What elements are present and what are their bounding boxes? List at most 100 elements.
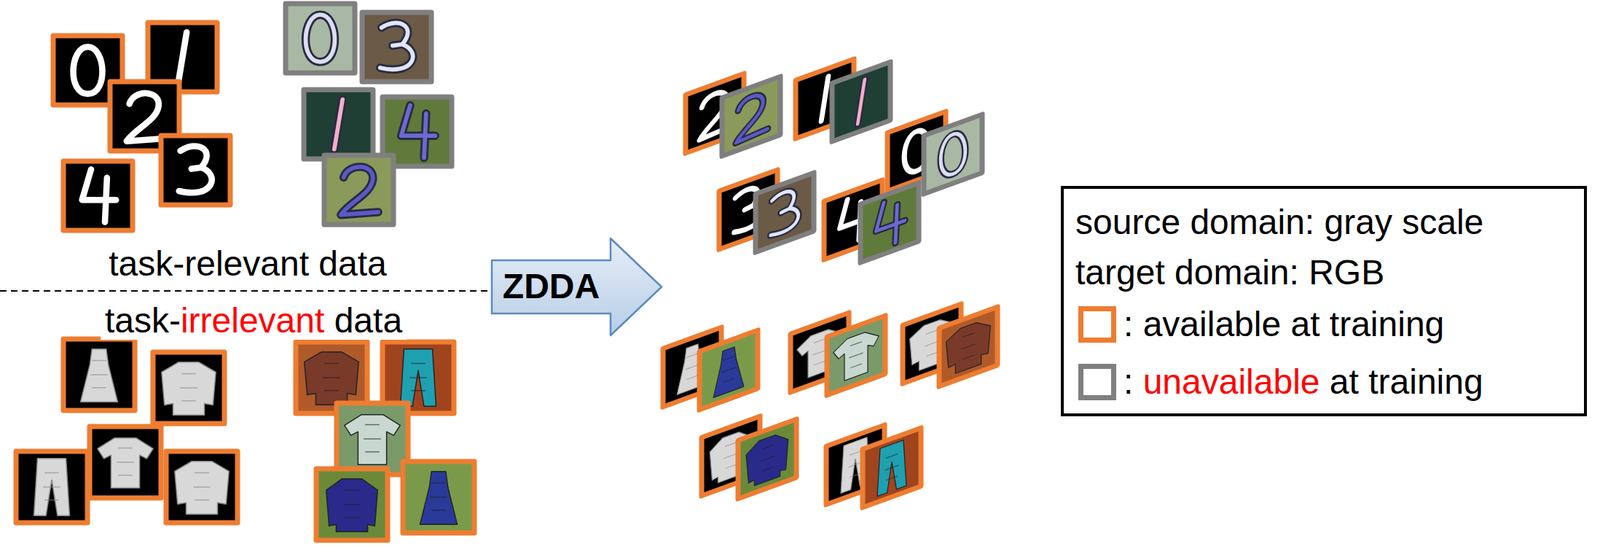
tile-content — [161, 362, 216, 416]
paired-clothing-tile — [738, 418, 797, 499]
tile-frame — [161, 135, 231, 205]
tile-frame — [826, 315, 886, 395]
digit-stroke — [770, 187, 799, 237]
digit-stroke — [940, 129, 966, 179]
tile-frame — [89, 426, 162, 498]
garment-detail — [848, 340, 863, 368]
clothing-tile — [402, 461, 475, 533]
garment-shape — [946, 317, 991, 377]
tile-content — [380, 22, 414, 70]
tile-content — [833, 327, 879, 385]
garment-shape — [161, 362, 216, 416]
digit-stroke — [73, 46, 103, 94]
legend-heading: source domain: gray scale — [1075, 203, 1484, 242]
garment-shape — [80, 348, 119, 403]
tile-content — [946, 317, 991, 377]
tile-content — [80, 348, 119, 403]
tile-frame — [699, 330, 758, 410]
tile-content — [746, 429, 789, 489]
tile-content — [857, 79, 865, 124]
tile-frame — [166, 451, 238, 523]
digit-outline — [857, 79, 865, 124]
digit-stroke — [178, 32, 187, 82]
tile-frame — [832, 61, 891, 142]
digit-tile — [362, 12, 432, 82]
tile-frame — [285, 3, 355, 73]
paired-clothing-tile — [699, 330, 758, 410]
garment-detail — [363, 424, 382, 452]
arrow-polygon — [491, 238, 662, 336]
tile-frame — [362, 12, 432, 82]
digit-outline — [876, 194, 905, 250]
clothing-tile — [63, 338, 135, 411]
digit-stroke — [876, 194, 905, 250]
tile-content — [126, 93, 164, 142]
clothing-tile — [166, 451, 238, 523]
section-label: task-relevant data — [104, 244, 392, 284]
digit-stroke — [401, 104, 436, 158]
garment-detail — [759, 444, 774, 472]
garment-detail — [409, 362, 427, 390]
tile-frame — [153, 351, 225, 424]
text-part: : — [1123, 362, 1144, 401]
digit-stroke — [334, 99, 343, 149]
garment-shape — [344, 414, 400, 465]
tile-content — [401, 104, 436, 158]
digit-outline — [380, 22, 414, 70]
garment-shape — [746, 429, 789, 489]
digit-tile — [303, 89, 374, 159]
tile-frame — [939, 306, 998, 387]
tile-content — [306, 14, 336, 62]
tile-content — [34, 458, 70, 516]
tile-frame — [16, 451, 88, 523]
paired-digit-tile — [722, 76, 781, 156]
digit-stroke — [126, 93, 164, 142]
text-part: task- — [104, 300, 181, 340]
garment-detail — [42, 472, 61, 500]
tile-content — [770, 187, 799, 237]
digit-outline — [340, 166, 379, 215]
tile-content — [97, 437, 154, 489]
legend-heading: target domain: RGB — [1075, 253, 1385, 293]
tile-content — [940, 129, 966, 179]
tile-content — [876, 194, 905, 250]
tile-content — [304, 351, 359, 406]
legend-swatch — [1078, 306, 1117, 343]
legend-swatch — [1078, 363, 1117, 400]
arrow-label: ZDDA — [502, 267, 600, 307]
tile-content — [400, 348, 437, 406]
tile-frame — [402, 461, 475, 533]
tile-content — [326, 478, 379, 532]
arrow-shape: ZDDA — [490, 236, 664, 337]
tile-content — [73, 46, 103, 94]
garment-shape — [400, 348, 437, 406]
digit-stroke — [340, 166, 379, 215]
garment-detail — [322, 362, 341, 390]
tile-frame — [336, 402, 409, 475]
digit-stroke — [380, 22, 414, 70]
tile-content — [713, 343, 744, 398]
garment-shape — [420, 471, 458, 525]
tile-content — [735, 91, 768, 143]
paired-clothing-tile — [939, 306, 998, 387]
digit-outline — [334, 99, 343, 149]
digit-outline — [770, 187, 799, 237]
tile-content — [174, 461, 229, 515]
digit-tile — [161, 135, 231, 205]
garment-shape — [97, 437, 154, 489]
tile-content — [178, 32, 187, 82]
clothing-tile — [16, 451, 88, 523]
digit-stroke — [179, 145, 213, 193]
paired-digit-tile — [755, 172, 814, 253]
tile-content — [82, 169, 117, 222]
paired-digit-tile — [860, 182, 919, 263]
digit-tile — [63, 161, 133, 231]
tile-content — [877, 438, 907, 497]
digit-tile — [324, 155, 394, 225]
paired-digit-tile — [832, 61, 891, 142]
paired-digit-tile — [923, 114, 983, 194]
tile-content — [334, 99, 343, 149]
text-part: at training — [1320, 362, 1484, 401]
garment-shape — [304, 351, 359, 406]
